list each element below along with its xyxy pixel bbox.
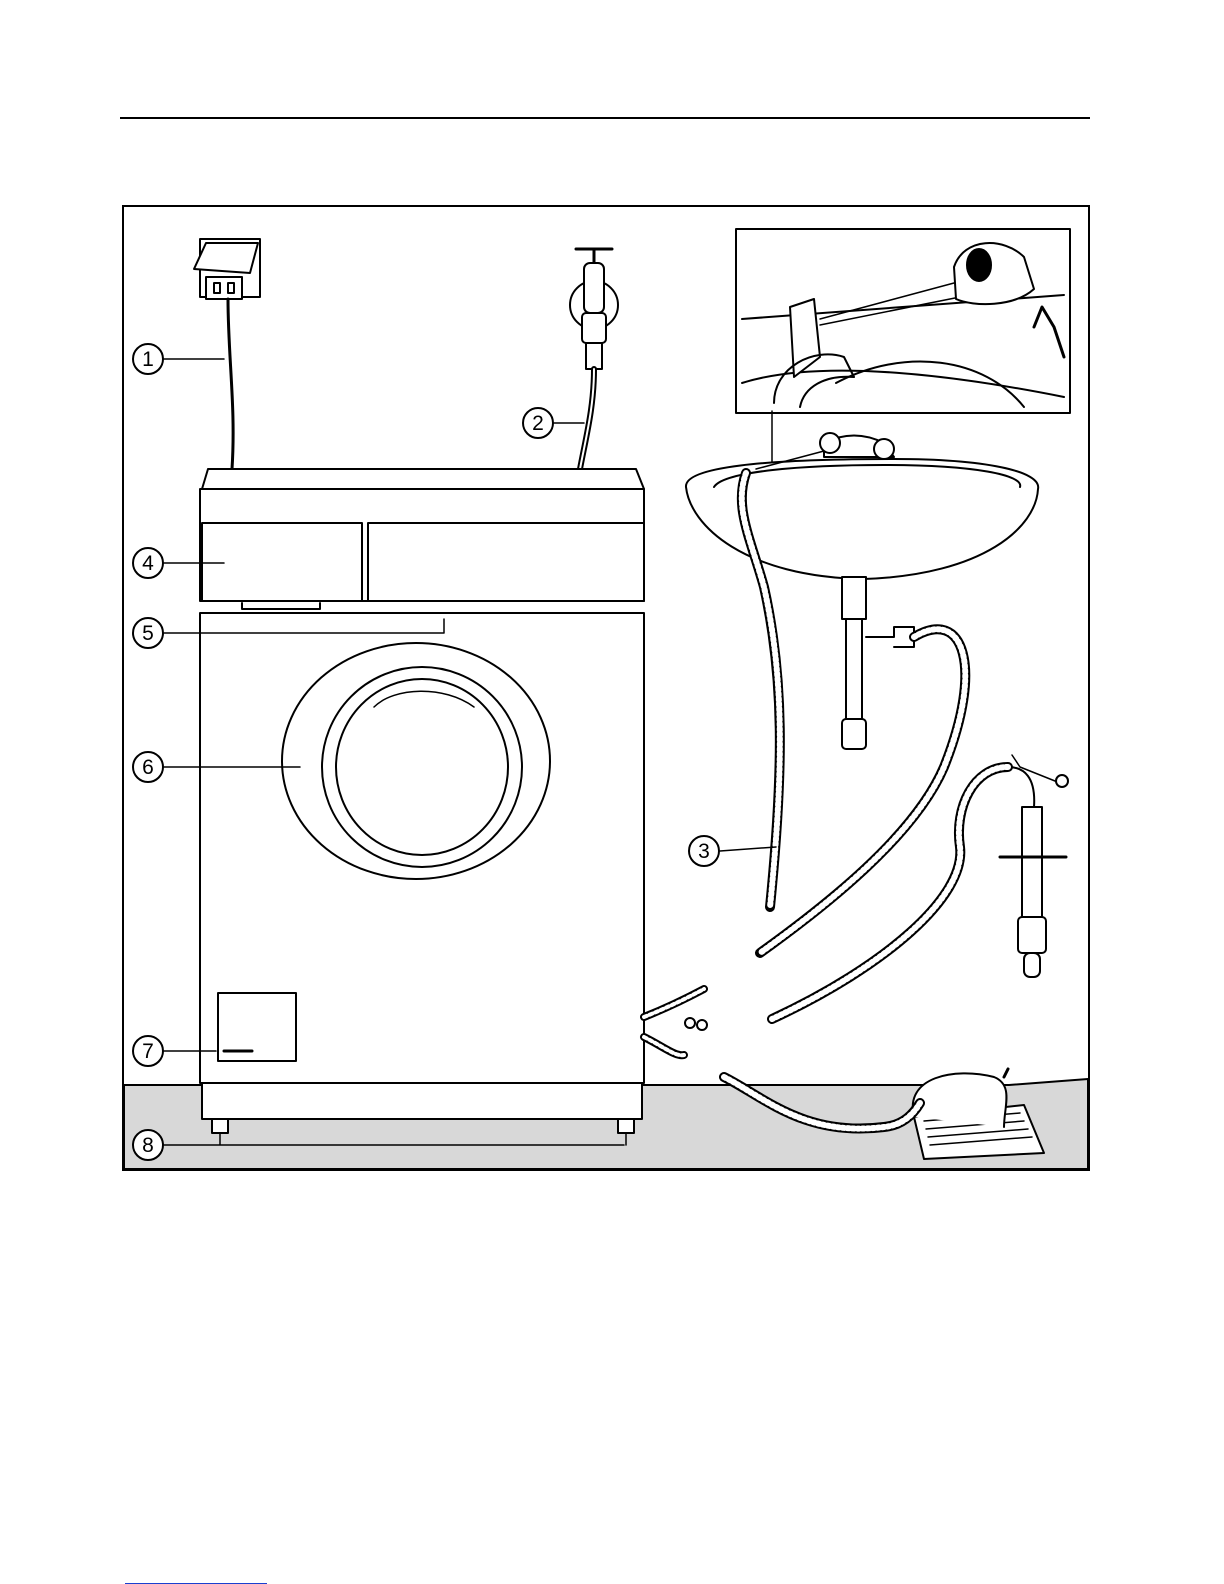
callout-8: 8 (133, 1130, 163, 1160)
inset-detail (736, 229, 1070, 467)
standpipe (772, 755, 1068, 1019)
callout-4: 4 (133, 548, 163, 578)
detergent-drawer (202, 523, 362, 601)
svg-text:2: 2 (532, 412, 544, 435)
power-cable (228, 299, 233, 469)
installation-figure: 1 2 3 4 5 6 7 8 (122, 205, 1090, 1171)
svg-text:7: 7 (142, 1040, 154, 1063)
header-rule (120, 117, 1090, 119)
drain-outlet (644, 989, 707, 1055)
svg-text:6: 6 (142, 756, 154, 779)
svg-text:8: 8 (142, 1134, 154, 1157)
svg-text:1: 1 (142, 348, 154, 371)
wall-socket-icon (194, 239, 260, 299)
water-tap-icon (570, 249, 618, 369)
callout-6: 6 (133, 752, 163, 782)
foot-left (212, 1119, 228, 1133)
svg-text:4: 4 (142, 552, 154, 575)
control-panel (368, 523, 644, 601)
foot-right (618, 1119, 634, 1133)
washing-machine (200, 469, 644, 1133)
callout-1: 1 (133, 344, 163, 374)
svg-text:5: 5 (142, 622, 154, 645)
callout-2: 2 (523, 408, 553, 438)
svg-text:3: 3 (698, 840, 710, 863)
callout-3: 3 (689, 836, 719, 866)
wash-basin (686, 433, 1038, 953)
callout-5: 5 (133, 618, 163, 648)
callout-7: 7 (133, 1036, 163, 1066)
